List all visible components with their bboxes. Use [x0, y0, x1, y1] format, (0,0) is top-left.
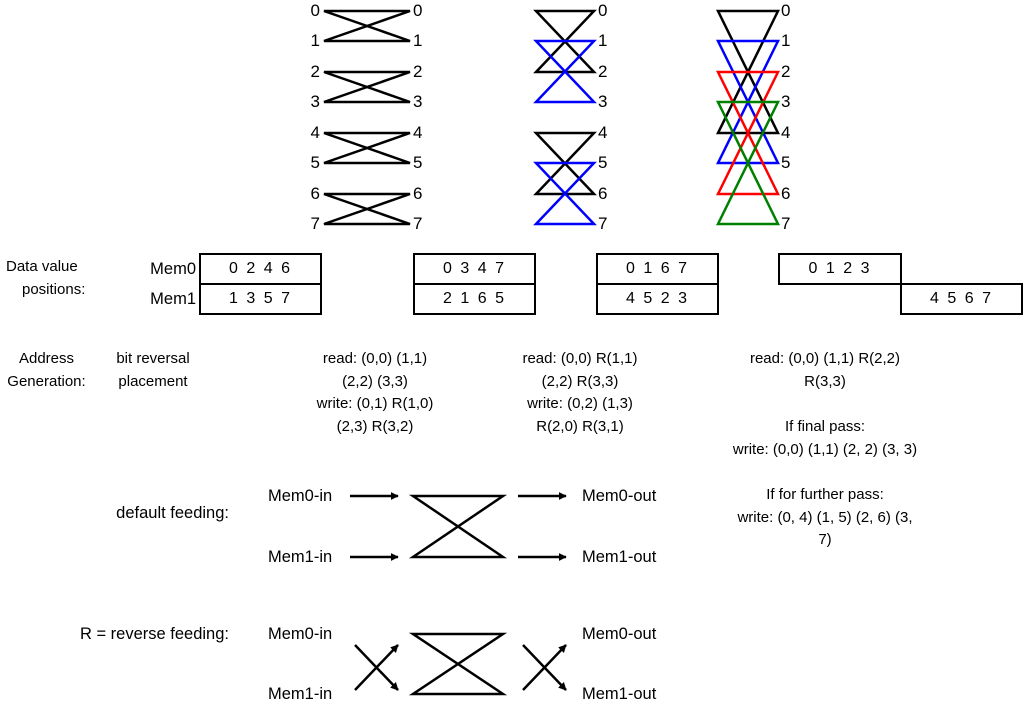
stage3-right-index-7: 7: [781, 214, 791, 233]
stage2-right-index-5: 5: [598, 153, 608, 172]
stage3-right-index-6: 6: [781, 184, 791, 203]
stage3-butterfly-1-5: [715, 39, 781, 165]
stage1-left-index-2: 2: [310, 62, 320, 81]
stage1-butterflies: [323, 9, 411, 226]
stage1-right-index-3: 3: [413, 92, 423, 111]
mem1-row-label: Mem1: [150, 290, 196, 308]
reverse-feeding-label: R = reverse feeding:: [79, 625, 229, 643]
stage1-right-index-6: 6: [413, 184, 423, 203]
stage1-butterfly-6-7: [323, 192, 411, 226]
default-feeding-diagram: [350, 492, 567, 561]
stage3-butterfly-2-6: [715, 70, 781, 196]
stage1-butterfly-0-1: [323, 9, 411, 43]
stage2-butterflies: [533, 9, 597, 226]
stage2-butterfly-4-6: [533, 131, 597, 196]
reverse-arrow-out-up: [522, 644, 567, 691]
stage3-butterflies: [715, 9, 781, 226]
address-col1: bit reversal placement: [116, 350, 190, 390]
mem0-row-label: Mem0: [150, 260, 196, 278]
address-col4-read: read: (0,0) (1,1) R(2,2) R(3,3): [749, 350, 901, 390]
default-mem0-out: Mem0-out: [582, 487, 657, 505]
stage2-mem0-box: 0 3 4 7: [413, 253, 536, 285]
reverse-mem0-in: Mem0-in: [268, 625, 333, 643]
stage1-mem0-box: 0 2 4 6: [199, 253, 322, 285]
address-col4-final: If final pass: write: (0,0) (1,1) (2, 2)…: [732, 418, 918, 458]
stage3-right-index-5: 5: [781, 153, 791, 172]
stage3-right-index-4: 4: [781, 123, 791, 142]
stage1-right-index-2: 2: [413, 62, 423, 81]
stage2-butterfly-1-3: [533, 39, 597, 104]
stage1-left-index-4: 4: [310, 123, 320, 142]
stage1-butterfly-4-5: [323, 131, 411, 165]
stage3-right-index-3: 3: [781, 92, 791, 111]
stage3-right-index-1: 1: [781, 31, 791, 50]
stage2-butterfly-0-2: [533, 9, 597, 74]
reverse-mem1-in: Mem1-in: [268, 685, 333, 703]
stage2-right-index-4: 4: [598, 123, 608, 142]
stage1-right-index-4: 4: [413, 123, 423, 142]
reverse-butterfly: [408, 632, 508, 696]
stage2-butterfly-5-7: [533, 161, 597, 226]
stage1-right-index-5: 5: [413, 153, 423, 172]
stage1-left-index-6: 6: [310, 184, 320, 203]
address-col4-further: If for further pass: write: (0, 4) (1, 5…: [737, 486, 913, 548]
stage3-mem0-box: 0 1 6 7: [596, 253, 719, 285]
reverse-arrow-in-up: [354, 644, 399, 691]
stage1-left-index-7: 7: [310, 214, 320, 233]
default-mem1-out: Mem1-out: [582, 548, 657, 566]
stage2-mem1-box: 2 1 6 5: [413, 285, 536, 315]
stage2-right-index-2: 2: [598, 62, 608, 81]
address-col3: read: (0,0) R(1,1) (2,2) R(3,3) write: (…: [522, 350, 638, 435]
stage1-butterfly-2-3: [323, 70, 411, 104]
stage1-left-index-5: 5: [310, 153, 320, 172]
stage3-right-index-0: 0: [781, 1, 791, 20]
stage1-right-index-1: 1: [413, 31, 423, 50]
default-mem0-in: Mem0-in: [268, 487, 333, 505]
address-col2: read: (0,0) (1,1) (2,2) (3,3) write: (0,…: [316, 350, 434, 435]
stage3-butterfly-3-7: [715, 100, 781, 226]
stage2-right-index-3: 3: [598, 92, 608, 111]
stage3-mem1-box: 4 5 2 3: [596, 285, 719, 315]
stage2-right-index-0: 0: [598, 1, 608, 20]
stage4-mem0-box: 0 1 2 3: [778, 253, 902, 285]
stage2-right-index-1: 1: [598, 31, 608, 50]
stage4-mem1-box: 4 5 6 7: [900, 283, 1023, 315]
data-positions-label: Data value positions:: [6, 258, 86, 298]
reverse-feeding-diagram: [354, 632, 567, 696]
stage2-right-index-6: 6: [598, 184, 608, 203]
stage1-left-index-3: 3: [310, 92, 320, 111]
default-feeding-label: default feeding:: [116, 504, 229, 522]
default-mem1-in: Mem1-in: [268, 548, 333, 566]
stage1-right-index-0: 0: [413, 1, 423, 20]
stage3-right-index-2: 2: [781, 62, 791, 81]
reverse-mem1-out: Mem1-out: [582, 685, 657, 703]
stage3-butterfly-0-4: [715, 9, 781, 135]
address-generation-label: Address Generation:: [7, 350, 86, 390]
reverse-mem0-out: Mem0-out: [582, 625, 657, 643]
stage1-left-index-0: 0: [310, 1, 320, 20]
stage1-mem1-box: 1 3 5 7: [199, 285, 322, 315]
stage1-right-index-7: 7: [413, 214, 423, 233]
stage2-right-index-7: 7: [598, 214, 608, 233]
stage1-left-index-1: 1: [310, 31, 320, 50]
default-butterfly: [408, 494, 508, 559]
